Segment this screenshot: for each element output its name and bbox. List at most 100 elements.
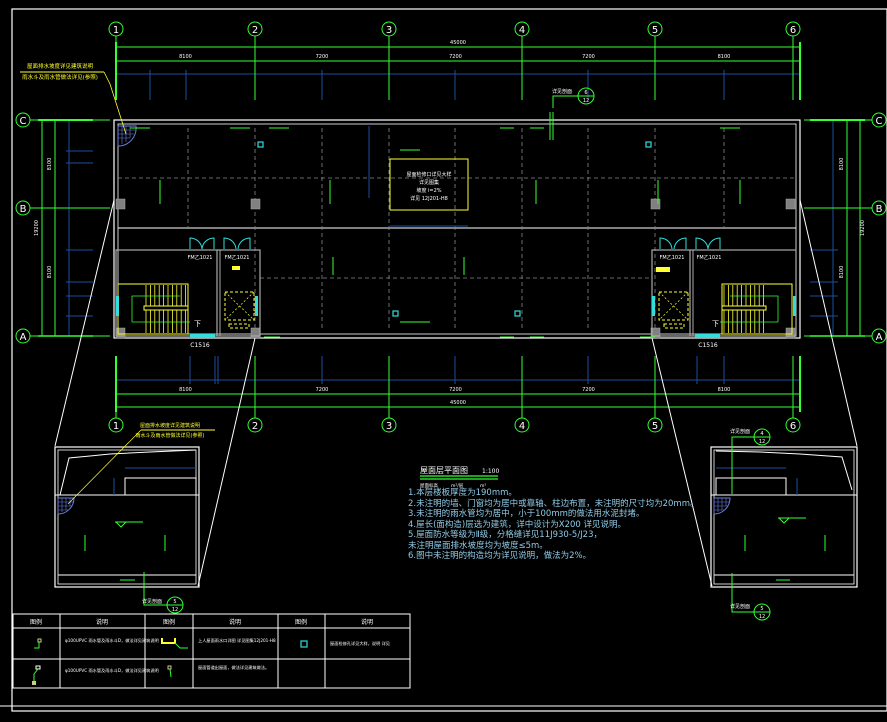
axis-bubble-bottom-5 bbox=[647, 417, 663, 433]
roof-box-line-2: 详见图集 bbox=[419, 179, 439, 186]
dim-top-bay-4: 7200 bbox=[582, 54, 595, 60]
door-label-3: FM乙1021 bbox=[660, 254, 685, 261]
door-label-2: FM乙1021 bbox=[225, 254, 250, 261]
section-mark-top-num: 6 bbox=[584, 90, 587, 96]
inset-right-top-label: 详见剖面 bbox=[730, 428, 750, 435]
axis-label-left-A: A bbox=[20, 332, 27, 343]
legend-header-5: 图例 bbox=[295, 618, 307, 626]
axis-bubble-top-5 bbox=[647, 21, 663, 37]
stair-down-label-right: 下 bbox=[712, 320, 719, 328]
note-line-2: 2.未注明的墙、门窗均为居中或靠轴、柱边布置，未注明的尺寸均为20mm。 bbox=[408, 498, 699, 509]
legend-row2-desc1: φ100UPVC 雨水管及雨水斗D，做法详见建筑说明 bbox=[65, 667, 159, 674]
axis-bubble-right-A bbox=[871, 328, 887, 344]
top-left-callout: 屋面排水坡度详见建筑说明 雨水斗及雨水管做法详见(参照) bbox=[20, 62, 127, 135]
legend-header-6: 说明 bbox=[361, 618, 373, 626]
inset-right-bottom-label: 详见剖面 bbox=[730, 603, 750, 610]
axis-bubble-right-C bbox=[871, 112, 887, 128]
legend-rainpipe-icon bbox=[34, 638, 42, 649]
axis-label-top-6: 6 bbox=[790, 25, 796, 36]
axis-label-top-2: 2 bbox=[252, 25, 258, 36]
roof-box-line-1: 屋面检修口详见大样 bbox=[406, 171, 451, 178]
legend-downpipe-icon bbox=[32, 665, 41, 685]
dim-top-bay-1: 8100 bbox=[179, 54, 192, 60]
inset-right-bottom-sheet: 12 bbox=[759, 614, 765, 620]
legend-row1-desc3: 屋面检修孔详见大样，说明 详见 bbox=[330, 640, 390, 647]
right-dimension-chain bbox=[810, 119, 865, 337]
roof-box-line-3: 坡度 i=2% bbox=[416, 187, 441, 194]
door-icons-right bbox=[659, 237, 721, 250]
dim-right-total: 19200 bbox=[860, 220, 866, 236]
axis-bubble-right-B bbox=[871, 200, 887, 216]
legend-vent-icon bbox=[167, 665, 172, 678]
inset-left-section-sheet: 12 bbox=[172, 607, 178, 613]
axis-label-bottom-2: 2 bbox=[252, 421, 258, 432]
legend-roof-drain-icon bbox=[300, 640, 308, 648]
door-label-1: FM乙1021 bbox=[188, 254, 213, 261]
axis-label-top-1: 1 bbox=[113, 25, 119, 36]
detail-leader-lines bbox=[54, 199, 858, 587]
section-mark-top: 6 12 详见剖面 bbox=[549, 87, 595, 140]
title-sub-2: m²/层 bbox=[451, 483, 464, 489]
dim-top-total: 45000 bbox=[450, 40, 466, 46]
inset-callout-line-1: 屋面排水坡度详见建筑说明 bbox=[140, 422, 200, 429]
legend-table: 图例 说明 图例 说明 图例 说明 φ100UPVC 雨水管及雨水斗D，做法详见… bbox=[12, 613, 411, 689]
axis-bubble-top-3 bbox=[381, 21, 397, 37]
dim-left-bay-1: 8100 bbox=[47, 158, 53, 171]
axis-bubble-left-A bbox=[15, 328, 31, 344]
axis-label-top-3: 3 bbox=[386, 25, 392, 36]
legend-header-3: 图例 bbox=[163, 618, 175, 626]
axis-bubble-top-2 bbox=[247, 21, 263, 37]
title-sub-3: m² bbox=[480, 484, 486, 489]
section-mark-top-label: 详见剖面 bbox=[552, 88, 572, 95]
axis-label-bottom-4: 4 bbox=[519, 421, 525, 432]
dim-bottom-bay-3: 7200 bbox=[449, 387, 462, 393]
title-sub-1: 屋面标高 bbox=[420, 482, 438, 489]
axis-label-bottom-3: 3 bbox=[386, 421, 392, 432]
axis-label-bottom-6: 6 bbox=[790, 421, 796, 432]
dim-left-bay-2: 8100 bbox=[47, 266, 53, 279]
axis-label-top-4: 4 bbox=[519, 25, 525, 36]
legend-row1-desc2: 上人屋面雨水口详图 详见图集12J201-H8 bbox=[198, 637, 276, 644]
stair-down-label-left: 下 bbox=[194, 320, 201, 328]
left-dimension-chain bbox=[38, 119, 93, 337]
dim-right-bay-1: 8100 bbox=[839, 158, 845, 171]
axis-label-left-C: C bbox=[20, 116, 27, 127]
callout-line-2: 雨水斗及雨水管做法详见(参照) bbox=[22, 73, 98, 81]
dim-bottom-total: 45000 bbox=[450, 400, 466, 406]
dim-left-total: 19200 bbox=[34, 220, 40, 236]
note-line-4: 4.屋长(面构造)层选为建筑，详中设计为X200 详见说明。 bbox=[408, 519, 626, 530]
inset-right-top-sheet: 12 bbox=[759, 439, 765, 445]
note-line-5: 5.屋面防水等级为Ⅱ级，分格缝详见11J930-5/J23， bbox=[408, 530, 603, 540]
structural-columns bbox=[115, 198, 796, 339]
axis-label-top-5: 5 bbox=[652, 25, 658, 36]
drawing-title: 屋面层平面图 bbox=[420, 466, 468, 475]
axis-bubble-left-C bbox=[15, 112, 31, 128]
drawing-title-block: 屋面层平面图 1:100 屋面标高 m²/层 m² bbox=[420, 466, 499, 489]
dim-top-bay-2: 7200 bbox=[316, 54, 329, 60]
axis-bubble-top-6 bbox=[785, 21, 801, 37]
axis-label-right-B: B bbox=[876, 204, 883, 215]
inset-left-section-label: 详见剖面 bbox=[142, 598, 162, 605]
legend-gutter-icon bbox=[161, 638, 188, 649]
top-dimension-chain bbox=[115, 42, 801, 100]
left-stair-core: 下 C1516 bbox=[115, 249, 261, 349]
dim-bottom-bay-1: 8100 bbox=[179, 387, 192, 393]
legend-header-4: 说明 bbox=[229, 618, 241, 626]
dim-top-bay-5: 8100 bbox=[718, 54, 731, 60]
axis-bubble-top-4 bbox=[514, 21, 530, 37]
legend-row2-desc2: 屋面管道出屋面，做法详见建筑做法。 bbox=[198, 664, 269, 671]
axis-label-right-C: C bbox=[876, 116, 883, 127]
note-line-7: 6.图中未注明的构造均为详见说明，做法为2%。 bbox=[408, 551, 592, 561]
inset-right-bottom-num: 5 bbox=[760, 606, 763, 612]
roof-box-line-4: 详见 12J201-H8 bbox=[410, 195, 448, 202]
legend-row1-desc1: φ100UPVC 雨水管及雨水斗D，做法详见建筑说明 bbox=[65, 637, 159, 644]
sheet-border bbox=[11, 8, 887, 712]
roof-drain-hatch-icon bbox=[117, 125, 137, 147]
callout-line-1: 屋面排水坡度详见建筑说明 bbox=[27, 62, 94, 70]
dim-right-bay-2: 8100 bbox=[839, 266, 845, 279]
roof-hatch-box: 屋面检修口详见大样 详见图集 坡度 i=2% 详见 12J201-H8 bbox=[368, 126, 469, 227]
roof-drain-icons bbox=[257, 141, 652, 317]
